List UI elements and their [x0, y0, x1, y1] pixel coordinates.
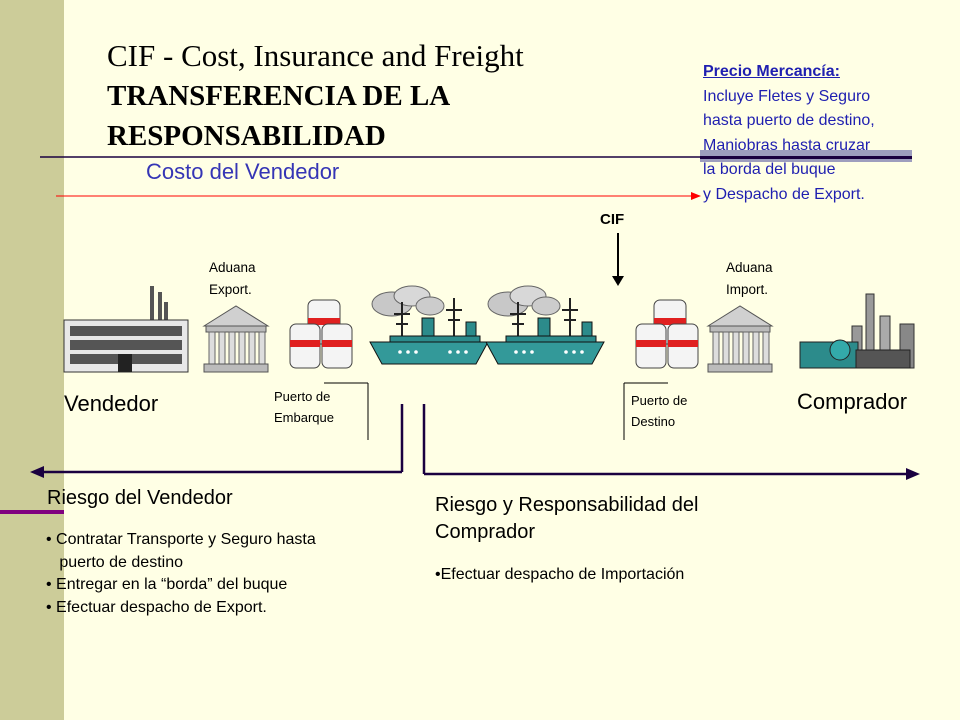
aduana-import-line: Import.: [726, 282, 769, 297]
industrial-plant-icon: [799, 293, 915, 369]
riesgo-comprador-title-line: Riesgo y Responsabilidad del: [435, 494, 699, 516]
riesgo-comprador-title-line: Comprador: [435, 521, 536, 543]
customs-import-icon: [707, 305, 773, 373]
precio-line: Incluye Fletes y Seguro: [703, 87, 871, 105]
puerto-embarque-label: Puerto de Embarque: [274, 386, 334, 428]
precio-line: la borda del buque: [703, 161, 836, 178]
costo-vendedor-label: Costo del Vendedor: [146, 159, 340, 184]
subtitle-line-2: RESPONSABILIDAD: [107, 120, 386, 152]
riesgo-comprador-title: Riesgo y Responsabilidad del Comprador: [435, 492, 699, 546]
list-item: • Efectuar despacho de Export.: [46, 598, 267, 616]
ship-icon-2: [485, 285, 605, 365]
vendedor-label: Vendedor: [64, 391, 159, 416]
subtitle-line-1: TRANSFERENCIA DE LA: [107, 80, 451, 112]
precio-line: y Despacho de Export.: [703, 185, 865, 203]
riesgo-comprador-list: •Efectuar despacho de Importación: [435, 564, 684, 587]
customs-export-icon: [203, 305, 269, 373]
puerto-embarque-line: Puerto de: [274, 389, 331, 404]
list-item: •Efectuar despacho de Importación: [435, 566, 685, 583]
list-item: puerto de destino: [46, 553, 183, 571]
comprador-label: Comprador: [797, 389, 908, 414]
puerto-destino-label: Puerto de Destino: [631, 390, 687, 432]
factory-icon: [63, 286, 189, 373]
aduana-export-line: Export.: [209, 282, 252, 297]
aduana-import-label: Aduana Import.: [726, 257, 773, 301]
page-title: CIF - Cost, Insurance and Freight: [107, 38, 524, 73]
aduana-export-line: Aduana: [209, 260, 256, 275]
precio-line: Maniobras hasta cruzar: [703, 136, 871, 154]
left-sidebar-bar: [0, 0, 64, 720]
precio-line: hasta puerto de destino,: [703, 112, 875, 129]
list-item: • Contratar Transporte y Seguro hasta: [46, 531, 316, 548]
cargo-barrels-embarque-icon: [289, 299, 353, 369]
riesgo-vendedor-title: Riesgo del Vendedor: [47, 487, 233, 509]
aduana-export-label: Aduana Export.: [209, 257, 256, 301]
cargo-barrels-destino-icon: [635, 299, 699, 369]
aduana-import-line: Aduana: [726, 260, 773, 275]
list-item: • Entregar en la “borda” del buque: [46, 576, 288, 593]
precio-heading: Precio Mercancía:: [703, 63, 840, 80]
puerto-destino-line: Destino: [631, 414, 676, 429]
precio-mercancia-note: Precio Mercancía: Incluye Fletes y Segur…: [703, 60, 953, 207]
riesgo-vendedor-list: • Contratar Transporte y Seguro hasta pu…: [46, 529, 316, 619]
puerto-embarque-line: Embarque: [274, 410, 334, 425]
cif-label: CIF: [600, 211, 625, 228]
ship-icon-1: [369, 285, 489, 365]
puerto-destino-line: Puerto de: [631, 393, 688, 408]
sidebar-accent: [0, 510, 64, 514]
